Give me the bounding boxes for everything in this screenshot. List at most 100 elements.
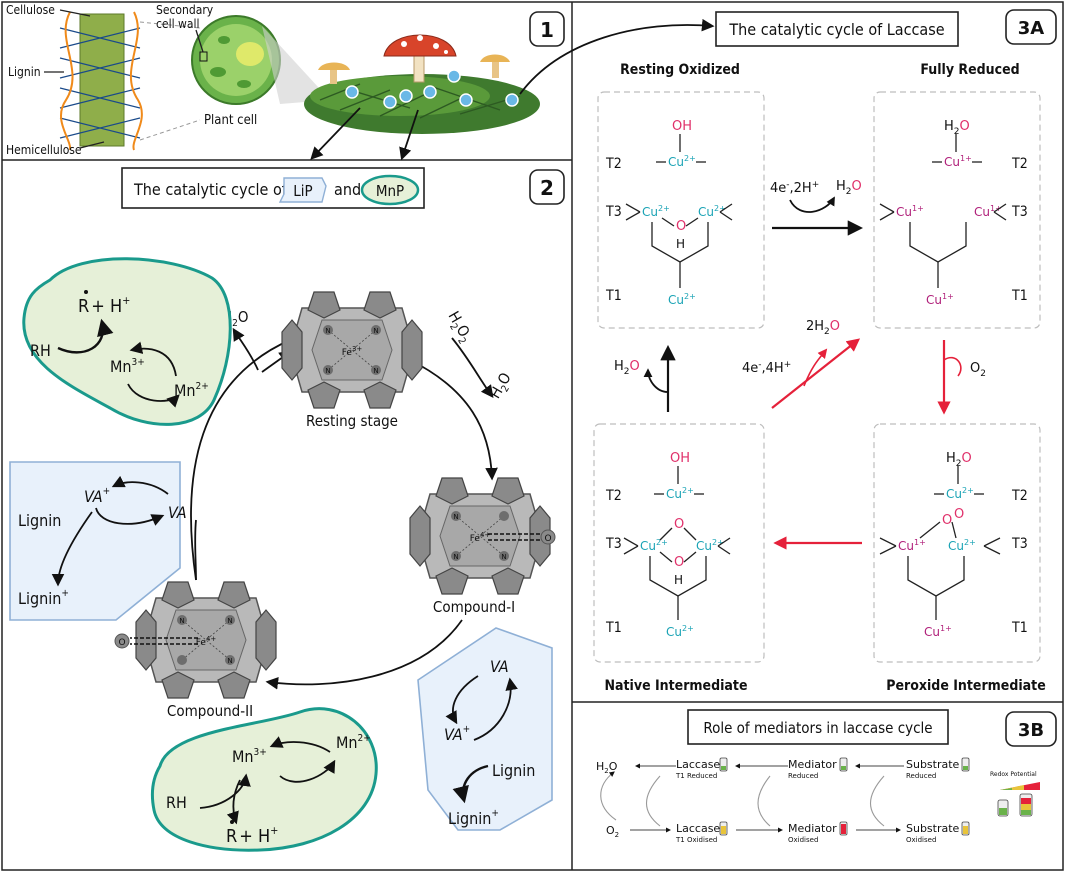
cu-native-t2: Cu2+ (666, 486, 694, 501)
o-label: O (954, 507, 964, 522)
panel-1: 1 Cellulose Lignin Hemicellulose (6, 3, 715, 161)
panel-2-title-lip: LiP (293, 182, 312, 200)
o-label-c1: O (544, 534, 551, 544)
porphyrin-compound-2: Fe4+ O N N N (114, 581, 277, 699)
lip-left-va-radical: VA+ (84, 486, 110, 506)
cycle-arc-right (409, 359, 498, 481)
arrow-h2o2-in (451, 337, 494, 399)
h-label: H (676, 237, 685, 251)
o-label-c2: O (118, 638, 125, 648)
h2o-release-3a: H2O (836, 179, 862, 197)
h2o2-label: H2O2 (442, 308, 476, 346)
leader-hemicellulose (79, 141, 105, 149)
arrow-release-h2o-top (232, 327, 259, 371)
box-peroxide-intermediate (873, 423, 1041, 663)
panel-2-badge (529, 169, 565, 205)
n-label: N (227, 617, 232, 625)
n-label: N (227, 657, 232, 665)
panel-3a: 3A The catalytic cycle of Laccase Restin… (593, 9, 1057, 694)
mnp-bottom-r-plus-h: R+ H+ (226, 824, 278, 847)
panel-2-title-mnp: MnP (376, 182, 404, 200)
fe3-label: Fe3+ (342, 345, 363, 358)
laccase-oxidised-sub: T1 Oxidised (675, 836, 717, 844)
mnp-swatch (360, 174, 420, 206)
vial-fill (963, 766, 968, 770)
o-label: O (942, 513, 952, 528)
panel-3a-number: 3A (1018, 18, 1045, 39)
panel-3a-title-box (715, 11, 959, 47)
lip-left-lignin: Lignin (18, 511, 61, 530)
label-lignin: Lignin (8, 65, 41, 79)
label-resting-oxidized: Resting Oxidized (620, 62, 740, 78)
mediator-reduced: Mediator (788, 758, 837, 771)
lip-right-lignin-radical: Lignin+ (448, 808, 499, 828)
oh-label: OH (672, 119, 692, 134)
lip-right-cycle: VA VA+ Lignin Lignin+ (417, 627, 553, 831)
panel-3b: 3B Role of mediators in laccase cycle H2… (596, 709, 1057, 844)
oh-label: OH (670, 451, 690, 466)
h2o-peroxide: H2O (946, 451, 972, 469)
label-secondary-wall-line1: Secondary (156, 3, 214, 17)
panel-3a-title: The catalytic cycle of Laccase (728, 20, 944, 39)
n-label: N (373, 367, 378, 375)
t1-label: T1 (1011, 288, 1028, 304)
n-label: N (501, 553, 506, 561)
label-secondary-wall-line2: cell wall (156, 17, 199, 31)
zoom-cone (262, 26, 330, 104)
mnp-top-rh: RH (30, 341, 51, 360)
vial-fill (999, 808, 1007, 815)
laccase-reduced: Laccase (676, 758, 720, 771)
fe4-label-c1: Fe4+ (470, 531, 491, 544)
lip-right-lignin: Lignin (492, 761, 535, 780)
h-label: H (674, 573, 683, 587)
substrate-oxidised-sub: Oxidised (906, 836, 936, 844)
o-label: O (674, 555, 684, 570)
mnp-bottom-mn3: Mn3+ (232, 747, 267, 766)
mnp-top-mn3: Mn3+ (110, 357, 145, 376)
cu-native-t1: Cu2+ (666, 624, 694, 639)
label-resting-stage: Resting stage (306, 412, 398, 430)
label-compound-2: Compound-II (167, 702, 253, 720)
o-label: O (674, 517, 684, 532)
cu-native-t3b: Cu2+ (696, 538, 724, 553)
arc-substrate (870, 775, 885, 827)
n-label: N (373, 327, 378, 335)
cu-t3a: Cu2+ (642, 204, 670, 219)
arrow-native-to-resting-red (771, 338, 861, 409)
substrate-oxidised: Substrate (906, 822, 960, 835)
step3-label: 4e-,4H+ (742, 360, 791, 376)
n-label: N (453, 513, 458, 521)
cu-t2: Cu2+ (668, 154, 696, 169)
arrow-release-h2o-3a (789, 196, 835, 213)
t2-label: T2 (1011, 156, 1028, 172)
lignocellulose-fibril (59, 11, 143, 151)
arrow-release-h2o-native (643, 368, 669, 393)
o2-3b: O2 (606, 824, 619, 839)
vial-fill (1021, 810, 1031, 815)
lip-left-lignin-radical: Lignin+ (18, 588, 69, 608)
t3-label: T3 (605, 204, 622, 220)
mnp-top-cycle: R+ H+ RH Mn3+ Mn2+ (22, 257, 232, 426)
arc-mediator (757, 775, 771, 827)
n-label: N (325, 367, 330, 375)
mediator-reduced-sub: Reduced (788, 772, 818, 780)
vial-fill (1021, 798, 1031, 804)
cycle-arc-left-2 (194, 519, 197, 581)
substrate-reduced: Substrate (906, 758, 960, 771)
cycle-arc-left (190, 339, 291, 581)
h2o-3b: H2O (596, 760, 618, 775)
arc-laccase (646, 775, 661, 827)
mnp-bottom-cycle: Mn3+ Mn2+ RH R+ H+ (150, 707, 378, 852)
t3-label: T3 (1011, 204, 1028, 220)
panel-3b-number: 3B (1018, 720, 1044, 741)
cu1-peroxide-t1: Cu1+ (924, 624, 952, 639)
cycle-arc-bottom (265, 619, 463, 690)
box-resting-oxidized (597, 91, 765, 329)
plant-cell-illustration (191, 15, 281, 105)
panel-1-number: 1 (540, 18, 554, 42)
panel-2-number: 2 (540, 176, 554, 200)
panel-3b-badge (1005, 711, 1057, 747)
vial-fill (1021, 804, 1031, 810)
cu-native-t3a: Cu2+ (640, 538, 668, 553)
